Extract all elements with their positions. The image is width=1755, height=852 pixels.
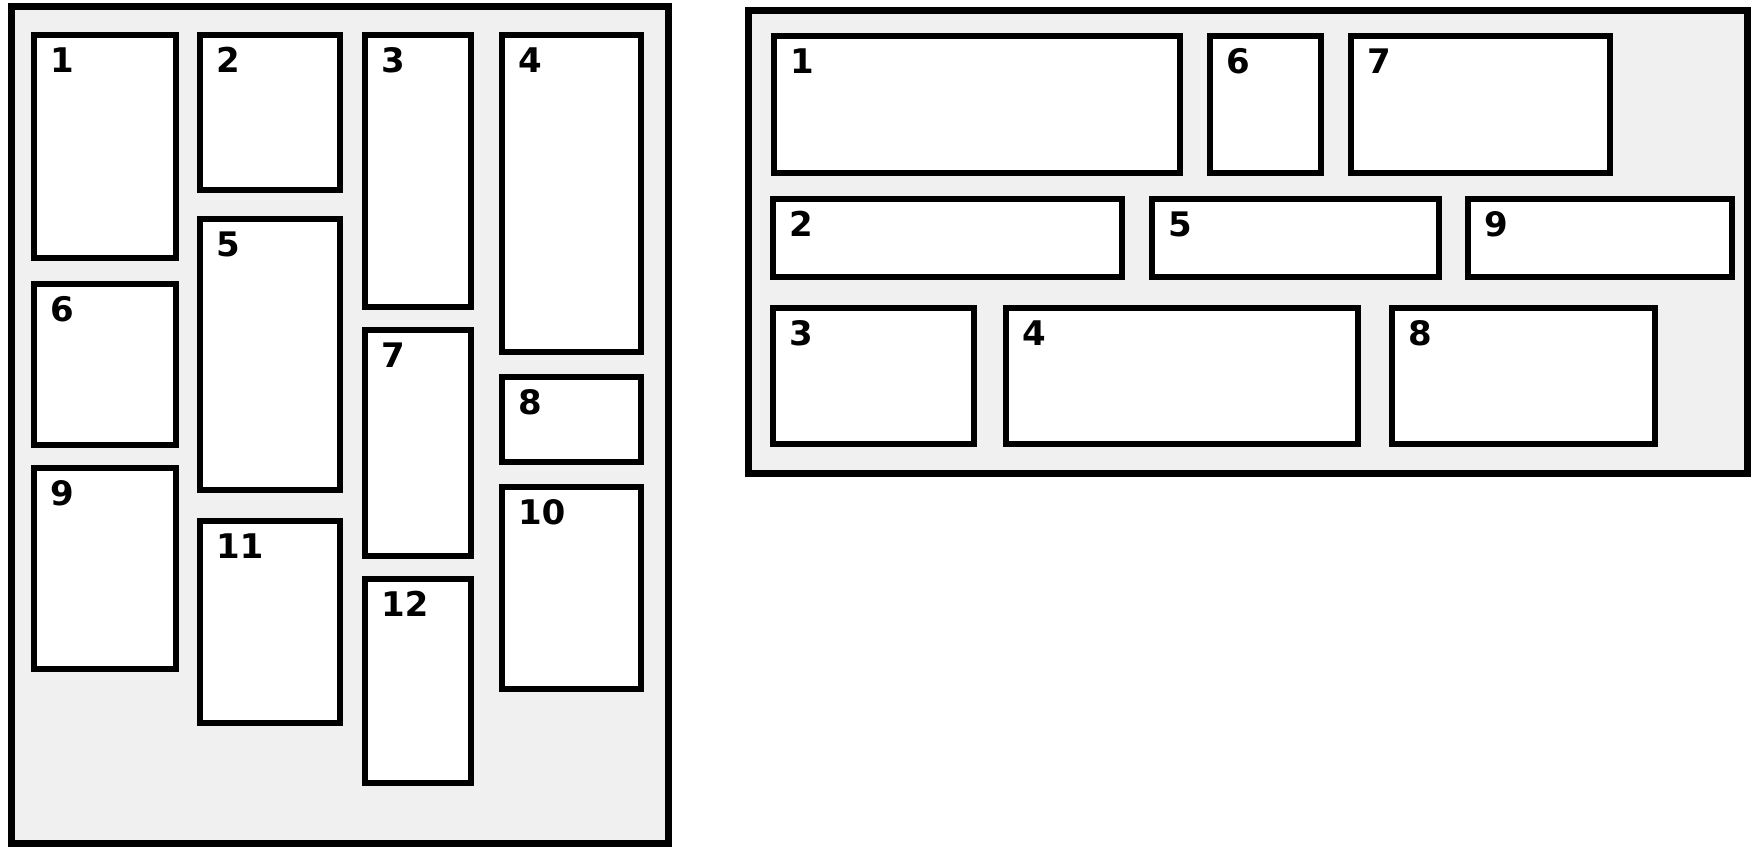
masonry-item: 12 [362, 576, 474, 786]
masonry-item: 4 [499, 32, 644, 355]
masonry-item: 9 [1465, 196, 1735, 280]
masonry-item: 3 [362, 32, 474, 310]
masonry-item: 7 [1348, 33, 1613, 176]
horizontal-masonry-panel: 1 6 7 2 5 9 3 4 8 [745, 7, 1751, 477]
masonry-item: 2 [770, 196, 1125, 280]
masonry-item: 1 [31, 32, 179, 261]
masonry-item: 2 [197, 32, 343, 193]
masonry-item: 4 [1003, 305, 1361, 447]
vertical-masonry-panel: 1 2 3 4 5 6 7 8 9 10 11 12 [8, 3, 672, 847]
masonry-item: 11 [197, 518, 343, 726]
masonry-item: 8 [499, 374, 644, 465]
masonry-item: 8 [1389, 305, 1658, 447]
masonry-item: 3 [770, 305, 977, 447]
masonry-item: 5 [197, 216, 343, 493]
masonry-item: 1 [771, 33, 1183, 176]
masonry-item: 6 [1207, 33, 1324, 176]
masonry-item: 5 [1149, 196, 1442, 280]
masonry-item: 6 [31, 281, 179, 448]
masonry-item: 7 [362, 327, 474, 559]
masonry-item: 10 [499, 484, 644, 692]
masonry-item: 9 [31, 465, 179, 672]
